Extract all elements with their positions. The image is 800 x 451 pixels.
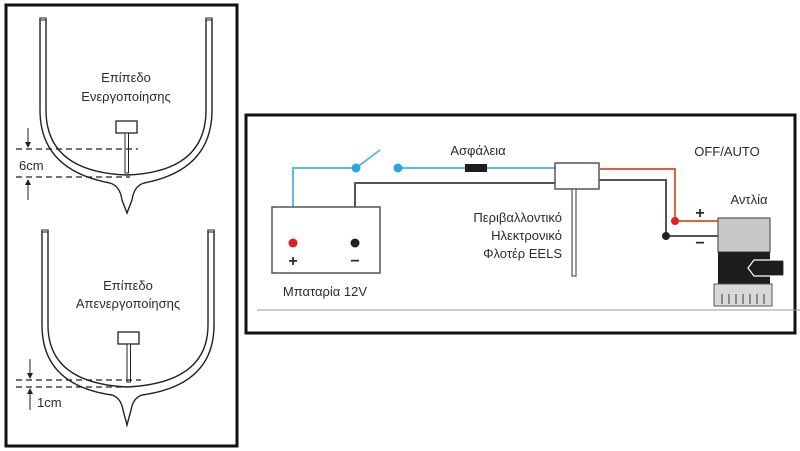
fuse-icon — [465, 164, 487, 172]
pump-negative-junction — [662, 232, 670, 240]
deactivation-label-line1: Επίπεδο — [103, 278, 153, 293]
float-sensor-probe — [124, 132, 129, 174]
battery-label: Μπαταρία 12V — [283, 284, 367, 299]
activation-gap-label: 6cm — [19, 158, 44, 173]
left-panel-border — [4, 3, 239, 448]
battery-positive-terminal — [288, 238, 298, 248]
deactivation-gap-label: 1cm — [37, 395, 62, 410]
right-panel-border — [244, 113, 797, 335]
dimension-arrows — [25, 128, 31, 200]
battery-plus-sign: + — [288, 253, 297, 270]
battery-minus-sign: − — [350, 253, 359, 270]
mode-label: OFF/AUTO — [694, 144, 759, 159]
switch-node-left — [351, 163, 361, 173]
sensor-label-line2: Ηλεκτρονικό — [491, 228, 562, 243]
fuse-label: Ασφάλεια — [450, 143, 506, 158]
hull-outer — [41, 230, 215, 428]
pump-negative-wire — [599, 179, 718, 237]
switch-node-right — [393, 163, 403, 173]
pump-positive-wire — [599, 168, 718, 222]
activation-label-line1: Επίπεδο — [101, 70, 151, 85]
tank-deactivation: Επίπεδο Απενεργοποίησης 1cm — [16, 229, 215, 428]
pump-plus-sign: + — [695, 205, 704, 222]
dimension-arrows — [27, 359, 33, 410]
float-switch-controller — [554, 162, 600, 190]
activation-label-line2: Ενεργοποίησης — [81, 89, 171, 104]
switch-lever — [355, 149, 381, 169]
hull-outer — [39, 18, 213, 215]
bilge-pump-icon — [713, 217, 785, 307]
hull-inner — [47, 230, 209, 388]
deactivation-label-line2: Απενεργοποίησης — [76, 296, 180, 311]
pump-label: Αντλία — [731, 192, 768, 207]
pump-minus-sign: − — [695, 235, 704, 252]
sensor-label-line3: Φλοτέρ EELS — [483, 246, 562, 261]
sensor-label-line1: Περιβαλλοντικό — [473, 210, 562, 225]
float-sensor-probe — [126, 343, 131, 383]
hull-inner — [45, 18, 207, 176]
tank-activation: Επίπεδο Ενεργοποίησης 6cm — [16, 17, 213, 215]
pump-positive-junction — [671, 217, 679, 225]
float-switch-probe — [571, 188, 577, 277]
float-sensor-head — [117, 331, 140, 345]
float-sensor-head — [115, 120, 138, 134]
battery-negative-terminal — [350, 238, 360, 248]
